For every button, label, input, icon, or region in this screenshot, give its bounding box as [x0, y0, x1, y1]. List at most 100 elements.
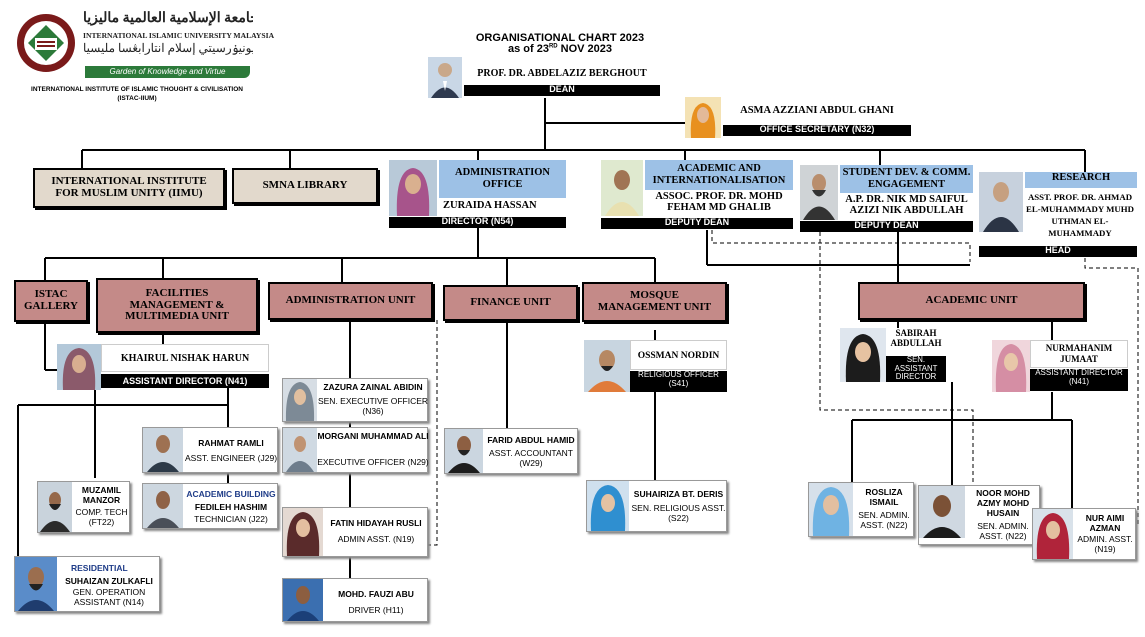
fatin-card: FATIN HIDAYAH RUSLI ADMIN ASST. (N19)	[282, 507, 428, 557]
ahmad-photo	[979, 172, 1023, 232]
zazura-role: SEN. EXECUTIVE OFFICER (N36)	[317, 396, 429, 417]
suhaizan-name: SUHAIZAN ZULKAFLI	[65, 576, 153, 586]
fatin-photo	[283, 508, 323, 556]
research-header: RESEARCH	[1025, 172, 1137, 188]
farid-photo	[445, 429, 483, 473]
suhaizan-role: GEN. OPERATION ASSISTANT (N14)	[72, 587, 146, 608]
rahmat-card: RAHMAT RAMLI ASST. ENGINEER (J29)	[142, 427, 278, 473]
noor-role: SEN. ADMIN. ASST. (N22)	[977, 521, 1029, 542]
fedileh-name: FEDILEH HASHIM	[194, 502, 268, 512]
ossman-role: RELIGIOUS OFFICER (S41)	[630, 370, 727, 392]
iimu-box: INTERNATIONAL INSTITUTE FOR MUSLIM UNITY…	[33, 168, 225, 208]
secretary-role: OFFICE SECRETARY (N32)	[723, 124, 911, 136]
zuraida-role: DIRECTOR (N54)	[389, 216, 566, 228]
rahmat-photo	[143, 428, 183, 472]
sabirah-card: SABIRAH ABDULLAH SEN. ASSISTANT DIRECTOR…	[840, 328, 946, 389]
farid-role: ASST. ACCOUNTANT (W29)	[489, 448, 573, 469]
suhairiza-name: SUHAIRIZA BT. DERIS	[633, 489, 724, 499]
suhaizan-photo	[15, 557, 57, 611]
noor-photo	[919, 486, 965, 538]
noor-card: NOOR MOHD AZMY MOHD HUSAIN SEN. ADMIN. A…	[918, 485, 1040, 545]
zuraida-photo	[389, 160, 437, 216]
ahmad-name: ASST. PROF. DR. AHMAD EL-MUHAMMADY MUHD …	[1026, 192, 1134, 238]
secretary-name: ASMA AZZIANI ABDUL GHANI	[740, 105, 894, 116]
facilities-unit-box: FACILITIES MANAGEMENT & MULTIMEDIA UNIT	[96, 278, 258, 333]
academic-intl-card: ACADEMIC AND INTERNATIONALISATION ASSOC.…	[601, 160, 793, 230]
khairul-card: KHAIRUL NISHAK HARUN ASSISTANT DIRECTOR …	[57, 344, 269, 390]
admin-office-card: ADMINISTRATION OFFICE ZURAIDA HASSAN DIR…	[389, 160, 566, 228]
nik-name: A.P. DR. NIK MD SAIFUL AZIZI NIK ABDULLA…	[840, 194, 973, 220]
fauzi-name: MOHD. FAUZI ABU	[338, 589, 414, 599]
zuraida-name: ZURAIDA HASSAN	[443, 200, 537, 211]
rosliza-role: SEN. ADMIN. ASST. (N22)	[858, 510, 910, 531]
rosliza-name: ROSLIZA ISMAIL	[865, 487, 903, 508]
morgani-role: EXECUTIVE OFFICER (N29)	[317, 457, 429, 467]
academic-intl-header: ACADEMIC AND INTERNATIONALISATION	[645, 160, 793, 190]
nuraimi-role: ADMIN. ASST. (N19)	[1077, 534, 1133, 555]
academic-unit-box: ACADEMIC UNIT	[858, 282, 1085, 320]
farid-card: FARID ABDUL HAMID ASST. ACCOUNTANT (W29)	[444, 428, 578, 474]
chart-date-suffix: NOV 2023	[557, 43, 613, 55]
ossman-card: OSSMAN NORDIN RELIGIOUS OFFICER (S41)	[584, 340, 727, 392]
muzamil-role: COMP. TECH (FT22)	[75, 507, 128, 528]
logo-malay-text: يونيۏرسيتي إسلام انتارابڠسا مليسيا	[83, 41, 253, 55]
institute-name: INTERNATIONAL INSTITUTE OF ISLAMIC THOUG…	[31, 86, 243, 93]
khairul-photo	[57, 344, 101, 390]
nuraimi-photo	[1033, 509, 1073, 559]
suhairiza-card: SUHAIRIZA BT. DERIS SEN. RELIGIOUS ASST.…	[586, 480, 727, 532]
logo-tagline: Garden of Knowledge and Virtue	[85, 66, 250, 78]
student-dev-card: STUDENT DEV. & COMM. ENGAGEMENT A.P. DR.…	[800, 165, 973, 232]
page-title: ORGANISATIONAL CHART 2023	[475, 32, 645, 44]
zazura-card: ZAZURA ZAINAL ABIDIN SEN. EXECUTIVE OFFI…	[282, 378, 428, 422]
khairul-role: ASSISTANT DIRECTOR (N41)	[101, 374, 269, 388]
morgani-card: MORGANI MUHAMMAD ALI EXECUTIVE OFFICER (…	[282, 427, 429, 473]
noor-name: NOOR MOHD AZMY MOHD HUSAIN	[976, 488, 1030, 519]
chart-date-suffix-sup: RD	[548, 43, 558, 50]
sabirah-name: SABIRAH ABDULLAH	[886, 328, 946, 354]
institute-short-name: (ISTAC-IIUM)	[117, 95, 157, 102]
zazura-photo	[283, 379, 317, 421]
chart-date-prefix: as of 23	[507, 43, 549, 55]
research-card: RESEARCH ASST. PROF. DR. AHMAD EL-MUHAMM…	[979, 172, 1137, 257]
feham-role: DEPUTY DEAN	[601, 217, 793, 229]
ossman-name: OSSMAN NORDIN	[630, 340, 727, 370]
iium-emblem-icon	[17, 14, 75, 72]
admin-office-header: ADMINISTRATION OFFICE	[439, 160, 566, 198]
suhairiza-photo	[587, 481, 629, 531]
rahmat-role: ASST. ENGINEER (J29)	[184, 453, 278, 463]
feham-name: ASSOC. PROF. DR. MOHD FEHAM MD GHALIB	[645, 191, 793, 217]
fedileh-photo	[143, 484, 183, 528]
secretary-card: ASMA AZZIANI ABDUL GHANI OFFICE SECRETAR…	[685, 97, 911, 138]
ahmad-role: HEAD	[979, 245, 1137, 257]
sabirah-role: SEN. ASSISTANT DIRECTOR (N44)	[886, 355, 946, 389]
dean-role: DEAN	[464, 84, 660, 96]
student-dev-header: STUDENT DEV. & COMM. ENGAGEMENT	[840, 165, 973, 193]
muzamil-photo	[38, 482, 72, 532]
finance-unit-box: FINANCE UNIT	[443, 285, 578, 321]
nuraimi-name: NUR AIMI AZMAN	[1085, 513, 1125, 534]
morgani-name: MORGANI MUHAMMAD ALI	[317, 431, 429, 441]
secretary-photo	[685, 97, 721, 138]
fauzi-card: MOHD. FAUZI ABU DRIVER (H11)	[282, 578, 428, 622]
istac-gallery-box: ISTAC GALLERY	[14, 280, 88, 322]
nurmahanim-photo	[992, 340, 1030, 392]
nurmahanim-card: NURMAHANIM JUMAAT ASSISTANT DIRECTOR (N4…	[992, 340, 1128, 392]
fatin-name: FATIN HIDAYAH RUSLI	[330, 518, 422, 528]
fauzi-photo	[283, 579, 323, 621]
logo-english-text: INTERNATIONAL ISLAMIC UNIVERSITY MALAYSI…	[83, 31, 275, 40]
iium-logo: الجامعة الإسلامية العالمية ماليزيا INTER…	[15, 10, 275, 80]
sabirah-photo	[840, 328, 886, 382]
mosque-unit-box: MOSQUE MANAGEMENT UNIT	[582, 282, 727, 322]
suhaizan-card: RESIDENTIAL SUHAIZAN ZULKAFLI GEN. OPERA…	[14, 556, 160, 612]
muzamil-card: MUZAMIL MANZOR COMP. TECH (FT22)	[37, 481, 130, 533]
feham-photo	[601, 160, 643, 216]
zazura-name: ZAZURA ZAINAL ABIDIN	[323, 382, 423, 392]
fedileh-role: TECHNICIAN (J22)	[194, 514, 268, 524]
fauzi-role: DRIVER (H11)	[348, 605, 404, 615]
rosliza-card: ROSLIZA ISMAIL SEN. ADMIN. ASST. (N22)	[808, 482, 914, 537]
dean-name: PROF. DR. ABDELAZIZ BERGHOUT	[477, 68, 647, 79]
suhairiza-role: SEN. RELIGIOUS ASST. (S22)	[631, 503, 726, 524]
ossman-photo	[584, 340, 630, 392]
nurmahanim-role: ASSISTANT DIRECTOR (N41)	[1030, 368, 1128, 391]
